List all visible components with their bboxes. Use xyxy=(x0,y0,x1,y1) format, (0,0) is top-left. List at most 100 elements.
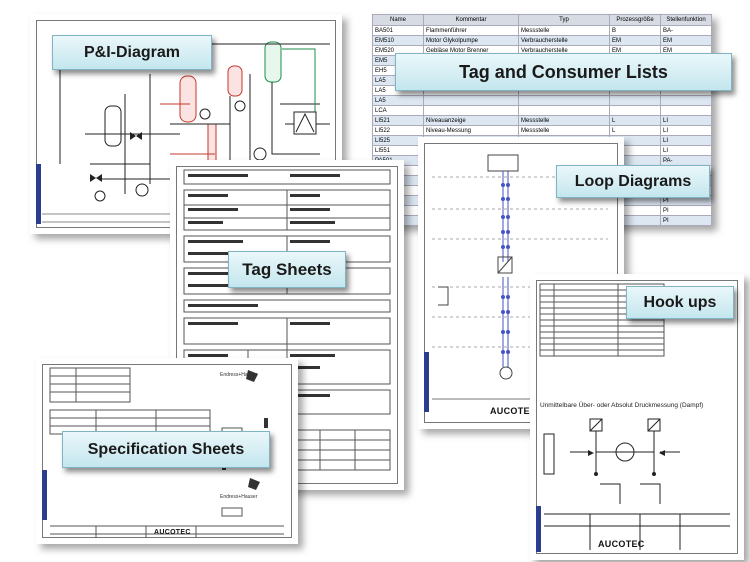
tag-list-cell: EM510 xyxy=(372,35,424,46)
pid-instrument-1 xyxy=(199,108,211,120)
tag-sheets-callout-label: Tag Sheets xyxy=(242,259,332,279)
spec-vendor-2: Endress+Hauser xyxy=(220,494,258,500)
tag-list-cell: BA- xyxy=(660,25,712,36)
loop-brand: AUCOTEC xyxy=(490,406,537,416)
hook-callout: Hook ups xyxy=(626,286,734,319)
hookup-brand: AUCOTEC xyxy=(598,539,645,549)
loop-barrier-diag xyxy=(497,256,513,274)
tag-list-cell: Messstelle xyxy=(518,125,610,136)
loop-instrument xyxy=(499,366,513,380)
tag-list-cell: LI525 xyxy=(372,135,424,146)
hookup-title: Unmittelbare Über- oder Absolut Druckmes… xyxy=(540,402,704,409)
pid-pump-4 xyxy=(94,190,106,202)
tag-list-row: LCA xyxy=(372,105,712,116)
tag-list-cell: Flammenführer xyxy=(423,25,519,36)
hookup-drawing xyxy=(543,418,730,550)
loop-terminal xyxy=(438,286,449,306)
tag-list-cell: PI xyxy=(660,205,712,216)
tag-list-cell: Motor Glykolpumpe xyxy=(423,35,519,46)
spec-frame xyxy=(42,364,292,538)
spec-drawing xyxy=(49,367,284,538)
tag-list-cell: PA- xyxy=(660,155,712,166)
tag-list-cell: Messstelle xyxy=(518,115,610,126)
tag-list-header-row: Name Kommentar Typ Prozessgröße Stellenf… xyxy=(372,14,712,26)
pid-vessel-c xyxy=(227,65,243,97)
loop-side-strip xyxy=(424,352,429,412)
pid-hx-symbol xyxy=(295,112,315,133)
tag-list-cell xyxy=(609,95,661,106)
tag-list-cell: LI xyxy=(660,125,712,136)
tag-list-cell: LI522 xyxy=(372,125,424,136)
hookup-transmitter-left xyxy=(543,433,555,475)
pid-heat-exchanger xyxy=(293,111,317,135)
tag-list-cell xyxy=(660,105,712,116)
pid-pump-3 xyxy=(253,147,267,161)
tag-list-cell xyxy=(518,95,610,106)
spec-vendor-1: Endress+Hauser xyxy=(220,372,258,378)
tag-list-cell: LA5 xyxy=(372,95,424,106)
hookup-table xyxy=(539,283,665,357)
tag-lists-callout: Tag and Consumer Lists xyxy=(395,53,732,91)
hook-callout-label: Hook ups xyxy=(643,293,717,311)
hookup-document: Unmittelbare Über- oder Absolut Druckmes… xyxy=(530,274,744,560)
tag-list-cell: LI xyxy=(660,135,712,146)
spec-device-icon-1 xyxy=(246,370,258,382)
tag-list-cell: L xyxy=(609,115,661,126)
hookup-frame xyxy=(536,280,738,554)
loop-barrier xyxy=(497,256,513,274)
tag-lists-callout-label: Tag and Consumer Lists xyxy=(459,61,668,82)
tag-list-row: LA5 xyxy=(372,95,712,106)
tag-list-cell: Messstelle xyxy=(518,25,610,36)
tag-list-cell: PI xyxy=(660,225,712,226)
spec-brand: AUCOTEC xyxy=(154,529,191,536)
spec-side-strip xyxy=(42,470,47,520)
pid-green-line xyxy=(282,48,316,134)
pid-vessel-b xyxy=(179,75,197,123)
tag-list-cell: LI xyxy=(660,115,712,126)
tag-list-cell: LCA xyxy=(372,105,424,116)
tag-list-cell: BA501 xyxy=(372,25,424,36)
tag-list-header: Name xyxy=(372,14,424,26)
hookup-side-strip xyxy=(536,506,541,552)
loop-junction-box xyxy=(487,154,519,172)
loop-callout-label: Loop Diagrams xyxy=(574,172,692,190)
tag-list-header: Stellenfunktion xyxy=(660,14,712,26)
tag-list-header: Prozessgröße xyxy=(609,14,661,26)
loop-terminal-dots xyxy=(501,183,510,354)
tag-sheets-callout: Tag Sheets xyxy=(228,251,346,288)
tag-list-cell xyxy=(423,105,519,116)
tag-list-cell: EM xyxy=(660,35,712,46)
tag-list-cell xyxy=(609,105,661,116)
tag-list-cell xyxy=(660,95,712,106)
tag-list-cell: LI521 xyxy=(372,115,424,126)
tag-list-cell: Verbraucherstelle xyxy=(518,35,610,46)
tag-list-cell: LI551 xyxy=(372,145,424,156)
tag-list-cell: PI xyxy=(660,215,712,226)
spec-callout-label: Specification Sheets xyxy=(87,440,245,458)
tag-list-cell: Niveau-Messung xyxy=(423,125,519,136)
tag-list-header: Typ xyxy=(518,14,610,26)
pid-callout-label: P&I-Diagram xyxy=(83,43,181,61)
pid-vessel-a xyxy=(104,105,122,147)
pid-instrument-2 xyxy=(234,100,246,112)
pid-pump-1 xyxy=(135,183,149,197)
tag-list-cell: Niveauanzeige xyxy=(423,115,519,126)
tag-list-cell: LI xyxy=(660,145,712,156)
pid-callout: P&I-Diagram xyxy=(52,35,212,70)
tag-list-cell xyxy=(518,105,610,116)
pid-side-strip xyxy=(36,164,41,224)
spec-callout: Specification Sheets xyxy=(62,431,270,468)
tag-list-cell: B xyxy=(609,25,661,36)
pid-vessel-d xyxy=(264,41,282,83)
tag-list-header: Kommentar xyxy=(423,14,519,26)
spec-device-icon-2 xyxy=(248,478,260,490)
pid-red-line xyxy=(160,103,215,155)
tag-list-cell xyxy=(423,95,519,106)
tag-list-cell: EM xyxy=(609,35,661,46)
loop-callout: Loop Diagrams xyxy=(556,165,710,198)
tag-list-cell: L xyxy=(609,125,661,136)
